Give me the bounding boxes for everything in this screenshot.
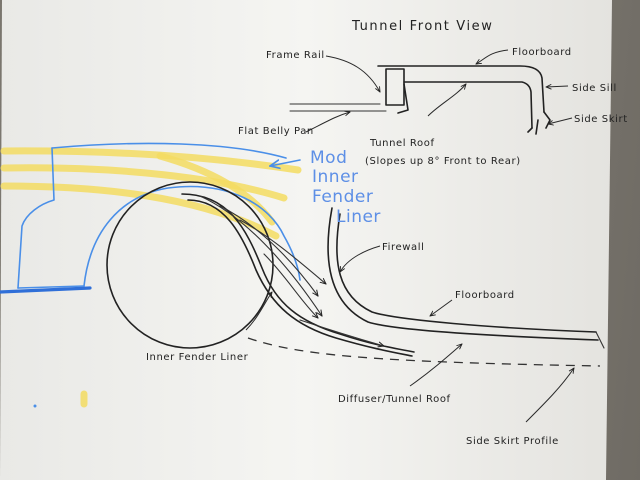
liner-label: Liner	[336, 207, 381, 227]
firewall-label: Firewall	[382, 242, 425, 253]
side-skirt-profile-line	[247, 337, 601, 367]
tunnel-roof-label: Tunnel Roof	[369, 138, 435, 149]
floorboard-side-label: Floorboard	[455, 290, 515, 301]
flat-belly-pan-label: Flat Belly Pan	[238, 126, 314, 137]
side-skirt-label: Side Skirt	[574, 114, 628, 125]
floorboard-top-label: Floorboard	[512, 47, 572, 58]
belly-pan-outline	[0, 142, 301, 408]
inner-fender-liner-label: Inner Fender Liner	[146, 352, 249, 363]
fender-label: Fender	[312, 187, 373, 207]
tunnel-front-view-drawing	[289, 65, 551, 135]
mod-label: Mod	[310, 148, 347, 168]
frame-rail-label: Frame Rail	[266, 50, 325, 61]
wheel	[106, 181, 274, 349]
firewall-shape	[327, 207, 605, 349]
side-sill-label: Side Sill	[572, 83, 617, 94]
title: Tunnel Front View	[351, 19, 494, 34]
inner-fender-liner-curves	[181, 193, 415, 357]
inner-label: Inner	[312, 167, 359, 187]
side-skirt-profile-label: Side Skirt Profile	[466, 436, 559, 447]
airflow-highlight-bands	[0, 147, 302, 408]
paper	[0, 0, 612, 480]
tunnel-roof-note: (Slopes up 8° Front to Rear)	[365, 156, 521, 167]
flow-arrows	[199, 195, 384, 346]
diffuser-tunnel-roof-label: Diffuser/Tunnel Roof	[338, 394, 451, 405]
